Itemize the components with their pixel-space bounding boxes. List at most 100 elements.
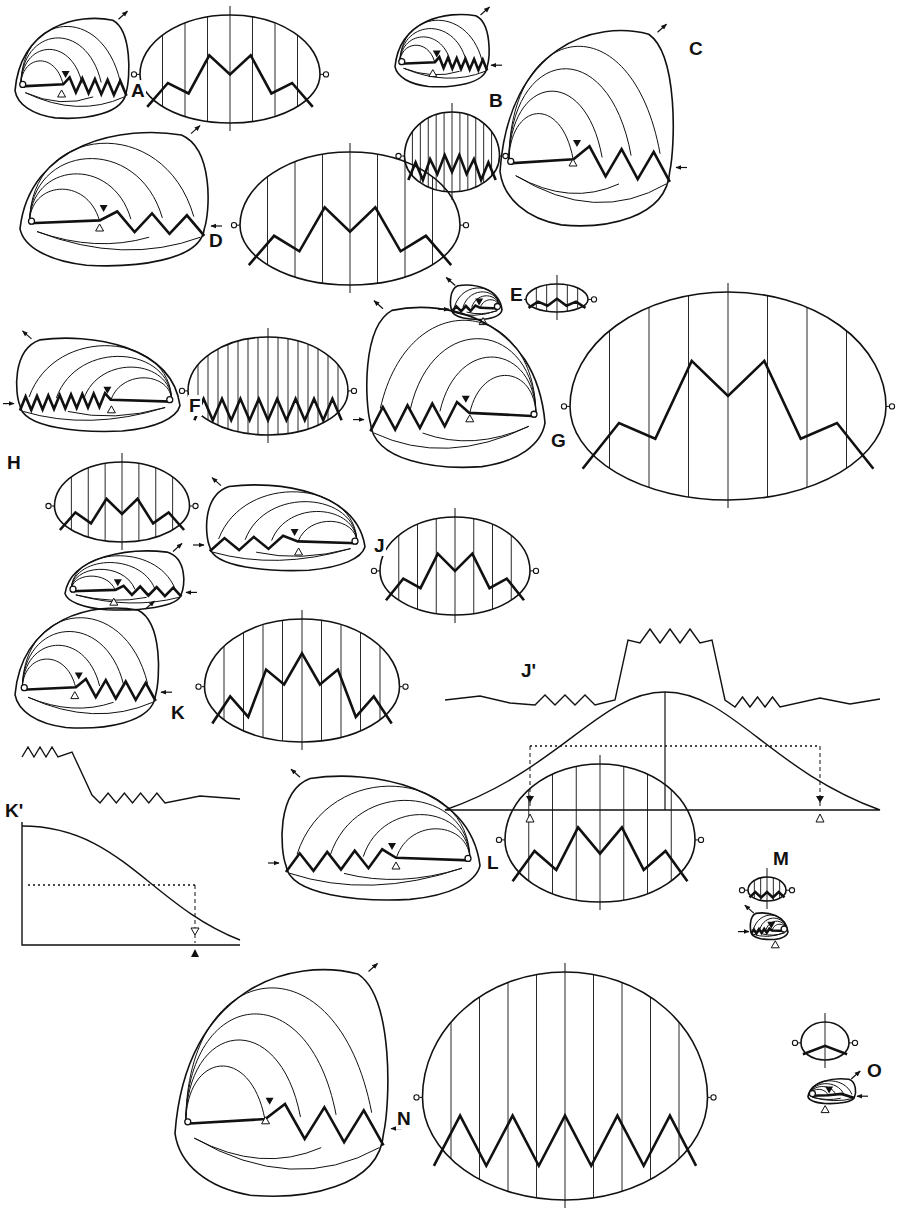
growth-line (186, 1066, 265, 1124)
rib-line (298, 341, 299, 432)
black-triangle (388, 843, 396, 850)
axis-tick (350, 143, 351, 152)
center-line (664, 692, 665, 810)
rib-line (267, 177, 268, 265)
profile-graph (22, 747, 240, 957)
rib-line (295, 162, 296, 277)
growth-arrow (173, 543, 182, 551)
black-triangle (191, 949, 199, 957)
growth-line (400, 20, 482, 63)
growth-arrow (481, 7, 490, 15)
shell-outline (570, 292, 886, 500)
hinge-marker (502, 839, 505, 840)
figure-letter: A (130, 80, 146, 101)
axis-tick (565, 1200, 566, 1208)
axis-tick (302, 742, 303, 750)
rib-line (451, 1022, 452, 1159)
rib-line (230, 15, 231, 123)
figure-letter: C (688, 38, 704, 59)
anterior-view (414, 963, 716, 1208)
lateral-view (175, 964, 402, 1197)
rib-line (224, 646, 225, 720)
beak-marker (167, 397, 173, 403)
rib-line (377, 154, 378, 283)
black-triangle (100, 205, 108, 212)
shell-outline (20, 133, 208, 266)
rib-line (71, 477, 72, 530)
shell-outline (175, 970, 388, 1197)
hinge-marker (185, 390, 188, 391)
front-arrow (676, 167, 687, 168)
hinge-marker (739, 888, 744, 893)
axis-tick (557, 275, 558, 284)
hinge-marker (202, 686, 205, 687)
growth-arrow (146, 601, 155, 609)
figure-letter: N (396, 1108, 412, 1129)
lateral-view (438, 277, 502, 324)
figure-letter: F (188, 395, 202, 417)
hinge-marker (849, 1042, 852, 1043)
commissure-zigzag (20, 393, 172, 410)
hinge-marker (792, 1040, 797, 1045)
axis-tick (728, 283, 729, 292)
front-arrow (3, 403, 14, 404)
black-triangle (114, 579, 122, 586)
rib-line (122, 462, 123, 542)
hinge-marker (567, 406, 570, 407)
growth-line (470, 375, 536, 416)
figure-letter: D (208, 230, 224, 252)
beak-marker (20, 81, 26, 87)
white-triangle (526, 814, 534, 822)
rib-line (318, 349, 319, 426)
axis-tick (122, 542, 123, 550)
white-triangle (429, 70, 437, 77)
beak-marker (185, 1119, 191, 1125)
growth-arrow (191, 126, 200, 134)
growth-line (516, 176, 667, 203)
growth-line (30, 143, 194, 223)
rib-line (302, 619, 303, 742)
figure-letter: K' (4, 800, 24, 822)
figure-letter: H (6, 452, 22, 474)
commissure-zigzag (147, 55, 313, 106)
hinge-marker (786, 890, 789, 891)
front-arrow (211, 225, 222, 226)
growth-arrow (119, 11, 128, 19)
growth-arrow (23, 331, 32, 339)
figure-letter: E (509, 284, 524, 305)
rib-line (546, 285, 547, 311)
commissure-zigzag (249, 207, 451, 265)
growth-line (21, 61, 63, 87)
hinge-marker (351, 388, 356, 393)
growth-arrow (291, 769, 300, 777)
anterior-view (792, 1013, 857, 1068)
anterior-view (46, 453, 198, 550)
hinge-marker (708, 1097, 711, 1098)
commissure-zigzag (452, 306, 500, 312)
growth-line (404, 68, 486, 78)
figure-letter: N (396, 1108, 412, 1130)
hinge-marker (190, 506, 193, 507)
shell-outline (380, 517, 530, 615)
axis-tick (825, 1060, 826, 1068)
commissure-zigzag (529, 299, 586, 308)
rib-line (679, 1022, 680, 1159)
commissure-zigzag (408, 155, 495, 180)
hinge-marker (711, 1095, 716, 1100)
rib-line (338, 365, 339, 412)
rib-line (380, 646, 381, 720)
shell-outline (140, 15, 320, 123)
growth-line (509, 114, 573, 164)
lateral-view (500, 24, 687, 226)
white-triangle (392, 862, 400, 869)
growth-line (22, 631, 123, 689)
hinge-marker (503, 153, 508, 158)
figure-letter: J (373, 535, 386, 556)
rib-line (807, 307, 808, 487)
commissure-zigzag (30, 212, 205, 236)
figure-letter: H (6, 452, 22, 473)
rib-line (155, 468, 156, 537)
rib-line (428, 118, 429, 187)
figure-letter: M (772, 848, 790, 870)
rib-line (536, 288, 537, 309)
